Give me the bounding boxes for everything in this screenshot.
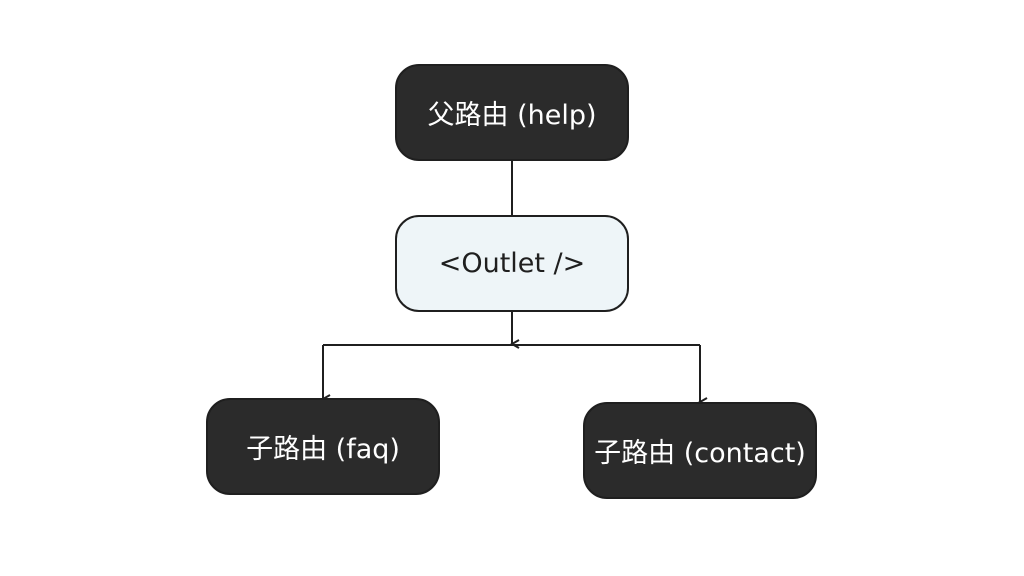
child-route-contact-label: 子路由 (contact) bbox=[594, 438, 806, 469]
outlet-node: <Outlet /> bbox=[395, 215, 629, 312]
outlet-label: <Outlet /> bbox=[438, 248, 586, 279]
child-route-faq-node: 子路由 (faq) bbox=[206, 398, 440, 495]
child-route-contact-node: 子路由 (contact) bbox=[583, 402, 817, 499]
child-route-faq-label: 子路由 (faq) bbox=[246, 434, 400, 465]
parent-route-node: 父路由 (help) bbox=[395, 64, 629, 161]
parent-route-label: 父路由 (help) bbox=[427, 100, 597, 131]
